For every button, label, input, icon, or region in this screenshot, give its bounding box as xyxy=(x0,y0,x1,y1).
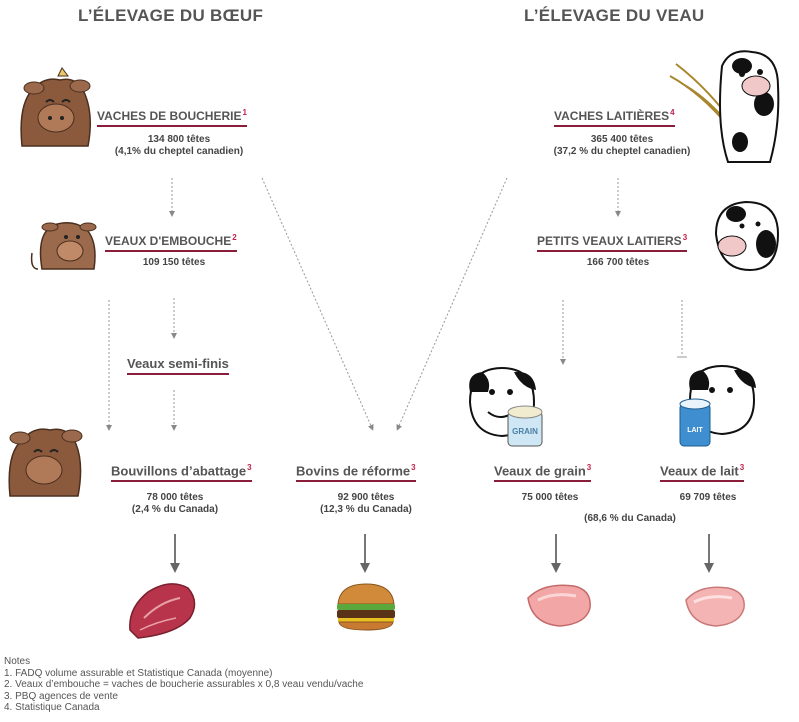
node-label: Veaux de lait xyxy=(660,463,739,479)
stat-bovins-reforme: 92 900 têtes (12,3 % du Canada) xyxy=(300,492,432,516)
node-label: VACHES DE BOUCHERIE xyxy=(97,109,242,123)
node-bovins-reforme: Bovins de réforme3 xyxy=(296,463,416,483)
stat-line: 92 900 têtes xyxy=(337,492,395,503)
stat-line: 166 700 têtes xyxy=(586,257,650,268)
node-label: Veaux de grain xyxy=(494,463,586,479)
note-item: 3. PBQ agences de vente xyxy=(4,690,118,702)
stat-petits-veaux: 166 700 têtes xyxy=(554,257,682,269)
node-label: Bouvillons d’abattage xyxy=(111,463,247,479)
note-ref: 3 xyxy=(247,463,252,472)
node-vaches-boucherie: VACHES DE BOUCHERIE1 xyxy=(97,108,247,127)
stat-line: 365 400 têtes xyxy=(590,134,654,145)
stat-veaux-embouche: 109 150 têtes xyxy=(110,257,238,269)
node-veaux-embouche: VEAUX D'EMBOUCHE2 xyxy=(105,233,237,252)
notes-heading: Notes xyxy=(4,656,31,667)
stat-line: (12,3 % du Canada) xyxy=(320,504,412,515)
stat-bouvillons: 78 000 têtes (2,4 % du Canada) xyxy=(110,492,240,516)
slaughter-steer-icon xyxy=(8,428,83,497)
stat-line: 75 000 têtes xyxy=(521,492,579,503)
stat-line: 134 800 têtes xyxy=(147,134,211,145)
node-label: PETITS VEAUX LAITIERS xyxy=(537,234,682,248)
node-bouvillons: Bouvillons d’abattage3 xyxy=(111,463,252,483)
burger-icon xyxy=(337,583,395,631)
node-veaux-grain: Veaux de grain3 xyxy=(494,463,592,483)
node-label: VEAUX D'EMBOUCHE xyxy=(105,234,232,248)
node-veaux-lait: Veaux de lait3 xyxy=(660,463,745,483)
node-petits-veaux: PETITS VEAUX LAITIERS3 xyxy=(537,233,688,252)
note-item: 1. FADQ volume assurable et Statistique … xyxy=(4,667,273,679)
stat-veaux-grain: 75 000 têtes xyxy=(490,492,610,504)
grain-veal-cut-icon xyxy=(527,584,591,627)
arrow-laitieres-reforme xyxy=(396,177,508,431)
grain-calf-icon: GRAIN xyxy=(468,366,543,447)
veal-share-stat: (68,6 % du Canada) xyxy=(584,513,676,524)
stat-line: 78 000 têtes xyxy=(146,492,204,503)
stat-line: 109 150 têtes xyxy=(142,257,206,268)
stat-line: 69 709 têtes xyxy=(679,492,737,503)
milk-veal-cut-icon xyxy=(685,586,745,627)
title-beef: L’ÉLEVAGE DU BŒUF xyxy=(78,6,264,25)
title-veal: L’ÉLEVAGE DU VEAU xyxy=(524,6,705,25)
note-ref: 4 xyxy=(670,108,675,117)
note-ref: 3 xyxy=(411,463,416,472)
notes-section: Notes 1. FADQ volume assurable et Statis… xyxy=(4,656,363,714)
note-ref: 1 xyxy=(242,108,247,117)
stat-line: (37,2 % du cheptel canadien) xyxy=(553,146,691,157)
note-item: 2. Veaux d’embouche = vaches de boucheri… xyxy=(4,679,364,690)
node-veaux-semi-finis: Veaux semi-finis xyxy=(127,356,229,375)
node-label: VACHES LAITIÈRES xyxy=(554,109,670,123)
node-vaches-laitieres: VACHES LAITIÈRES4 xyxy=(554,108,675,127)
note-item: 4. Statistique Canada xyxy=(4,702,100,713)
steer-calf-icon xyxy=(30,222,97,270)
stat-line: (2,4 % du Canada) xyxy=(131,504,219,515)
milk-package-label: LAIT xyxy=(687,427,703,434)
stat-vaches-boucherie: 134 800 têtes (4,1% du cheptel canadien) xyxy=(104,134,254,158)
node-label: Bovins de réforme xyxy=(296,463,411,479)
dairy-calf-icon xyxy=(714,200,780,272)
beef-steak-icon xyxy=(129,583,196,639)
note-ref: 2 xyxy=(232,233,237,242)
note-ref: 3 xyxy=(586,463,592,472)
note-ref: 3 xyxy=(682,233,688,242)
stat-vaches-laitieres: 365 400 têtes (37,2 % du cheptel canadie… xyxy=(544,134,700,158)
node-label: Veaux semi-finis xyxy=(127,356,229,371)
beef-cow-icon xyxy=(20,67,91,147)
dairy-cow-icon xyxy=(669,50,780,163)
arrow-boucherie-reforme xyxy=(261,177,374,431)
note-ref: 3 xyxy=(739,463,745,472)
stat-veaux-lait: 69 709 têtes xyxy=(648,492,768,504)
stat-line: (4,1% du cheptel canadien) xyxy=(114,146,244,157)
grain-package-label: GRAIN xyxy=(512,427,538,436)
milk-calf-icon: LAIT xyxy=(679,364,756,447)
